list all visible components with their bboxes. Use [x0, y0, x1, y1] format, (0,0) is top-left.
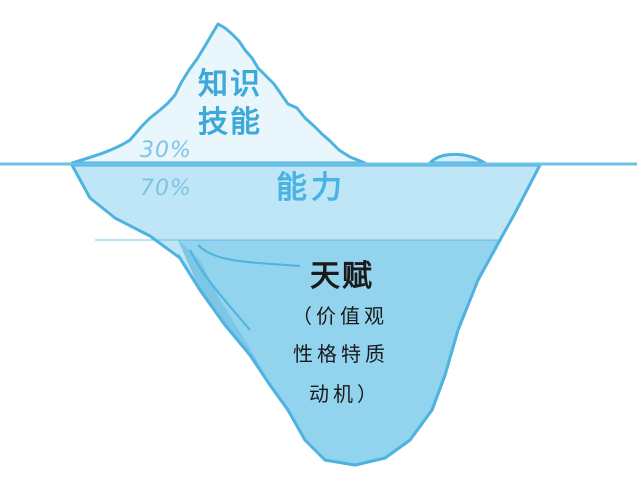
percent-above-label: 30%	[140, 138, 192, 163]
talent-line-values: （价值观	[292, 304, 388, 328]
ability-label: 能力	[276, 170, 346, 206]
tip-label-knowledge: 知识	[198, 67, 262, 102]
tip-label-skill: 技能	[198, 105, 262, 140]
iceberg-deep-body	[178, 240, 500, 465]
iceberg-small-hump	[428, 152, 487, 165]
talent-line-motivation: 动机）	[309, 382, 381, 406]
iceberg-crease	[197, 244, 301, 267]
talent-line-traits: 性格特质	[293, 342, 389, 366]
iceberg-crease	[189, 249, 251, 331]
talent-title: 天赋	[310, 259, 374, 294]
iceberg-outline	[176, 239, 502, 467]
iceberg-facet	[178, 240, 285, 405]
percent-below-label: 70%	[140, 176, 192, 201]
iceberg-tip	[70, 22, 367, 165]
